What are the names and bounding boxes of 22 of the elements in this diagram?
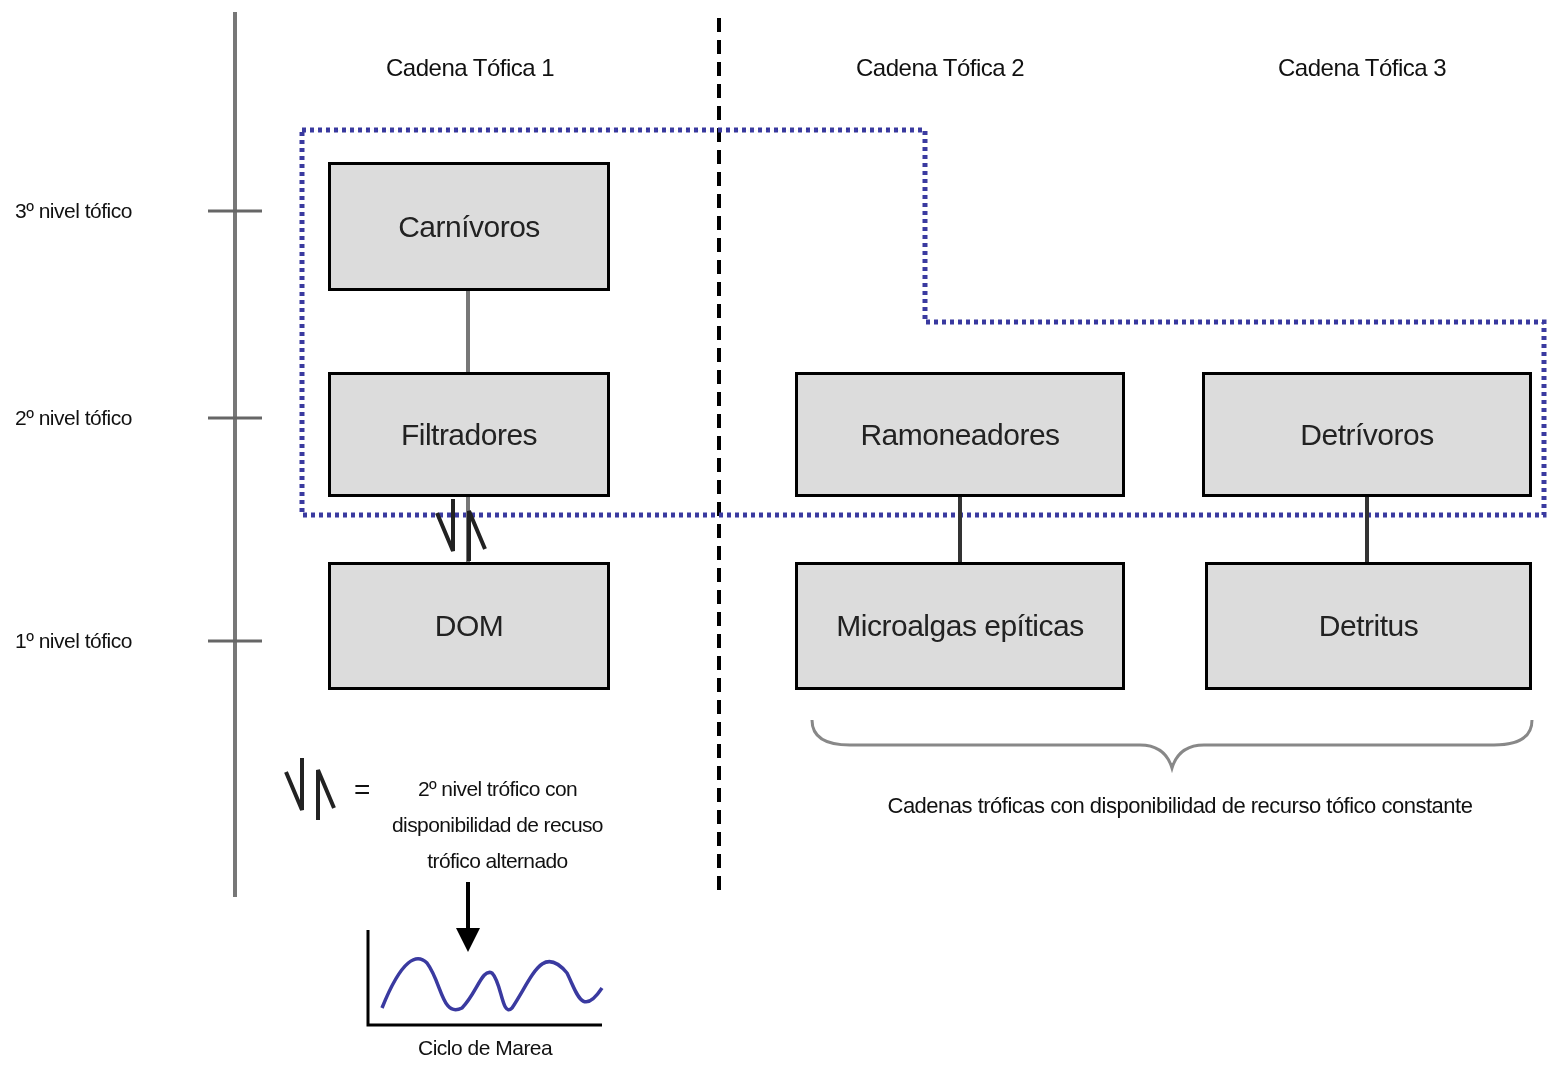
trophic-box: Ramoneadores: [795, 372, 1125, 497]
arrow: [456, 882, 480, 952]
trophic-box: Filtradores: [328, 372, 610, 497]
trophic-box: Detrívoros: [1202, 372, 1532, 497]
connector-line: [466, 497, 470, 562]
level-label: 2º nivel tófico: [15, 406, 132, 430]
equals-sign: =: [354, 774, 370, 806]
trophic-box: Detritus: [1205, 562, 1532, 690]
column-heading: Cadena Tófica 1: [386, 54, 555, 82]
level-label: 3º nivel tófico: [15, 199, 132, 223]
connector-line: [1365, 497, 1369, 562]
column-heading: Cadena Tófica 3: [1278, 54, 1447, 82]
chart-caption: Ciclo de Marea: [418, 1036, 553, 1060]
connector-line: [958, 497, 962, 562]
trophic-box: Carnívoros: [328, 162, 610, 291]
connector-line: [466, 291, 470, 372]
legend-text: 2º nivel trófico con disponibilidad de recuso trófico alternado: [391, 776, 604, 874]
brace-label: Cadenas tróficas con disponibilidad de recurso tófico constante: [887, 793, 1473, 819]
trophic-box: Microalgas epíticas: [795, 562, 1125, 690]
trophic-box: DOM: [328, 562, 610, 690]
level-label: 1º nivel tófico: [15, 629, 132, 653]
column-heading: Cadena Tófica 2: [856, 54, 1025, 82]
